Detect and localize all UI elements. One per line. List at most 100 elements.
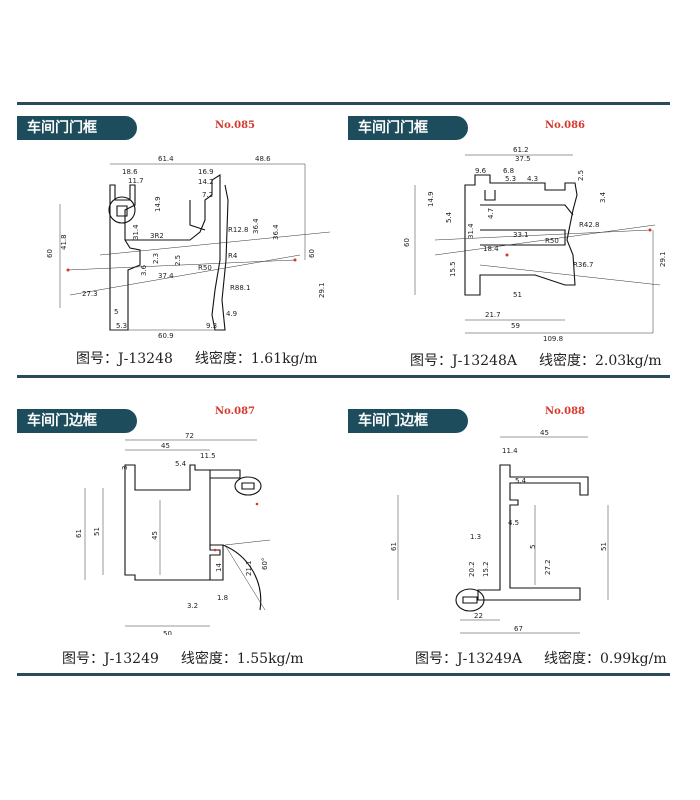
dim-label: 4.5 [508,519,519,527]
density-value: 2.03kg/m [595,353,662,369]
dim-label: R50 [198,264,212,272]
dim-label: 2.5 [577,170,585,181]
dim-label: 36.4 [252,218,260,234]
dim-label: 45 [161,442,170,450]
dim-label: 61.2 [513,146,529,154]
panel-4-caption: 图号：J-13249A 线密度：0.99kg/m [415,648,667,668]
profile-drawing-j13248a: 61.2 37.5 9.6 6.8 5.3 4.3 2.5 14.9 5.4 3… [403,146,667,343]
dim-label: R36.7 [573,261,593,269]
dim-label: 67 [514,625,523,633]
dim-label: 37.4 [158,272,174,280]
dim-label: 14 [215,563,223,572]
dim-label: 5 [114,308,118,316]
dim-label: 18.4 [483,245,499,253]
dim-label: 51 [93,527,101,536]
dim-label: 5.4 [175,460,187,468]
dim-label: 60 [308,249,316,258]
dim-label: 3.6 [140,264,148,276]
dim-label: 61 [75,529,83,538]
drawing-code: J-13249A [457,651,522,667]
top-rule [17,102,670,105]
dim-label: 5.4 [445,211,453,223]
dim-label: 51 [600,542,608,551]
dim-label: 27.2 [544,559,552,575]
dim-label: 61 [390,542,398,551]
density-value: 0.99kg/m [600,651,667,667]
dim-label: 22 [474,612,483,620]
dim-label: 15.2 [482,561,490,577]
drawing-code: J-13248A [452,353,517,369]
dim-label: 9.3 [206,322,217,330]
dim-label: 27.3 [82,290,98,298]
dim-label: 36.4 [272,224,280,240]
dim-label: R4 [228,252,238,260]
dim-label: 2.5 [174,255,182,266]
dim-label: 18.6 [122,168,138,176]
dim-label: 11.7 [128,177,144,185]
dim-label: 3.4 [599,191,607,203]
density-label: 线密度： [180,651,237,667]
dim-label: 5.3 [505,175,516,183]
dim-label: 29.1 [318,282,326,298]
dim-label: 7.2 [202,191,213,199]
density-label: 线密度： [539,353,595,369]
profile-drawing-j13249: 72 45 11.5 5.4 3 61 51 45 14 21.1 60° 3.… [75,432,271,635]
panel-2-title: 车间门门框 [348,116,468,140]
dim-label: 60.9 [158,332,174,340]
dim-label: 3R2 [150,232,164,240]
bottom-rule [17,673,670,676]
caption-prefix: 图号： [415,651,457,667]
dim-label: 14.9 [154,196,162,212]
dim-label: 48.6 [255,155,271,163]
dim-label: 4.9 [226,310,237,318]
panel-3-title: 车间门边框 [17,409,137,433]
dim-label: 50 [163,630,172,635]
dim-label: 60 [403,238,411,247]
profile-drawing-j13248: 61.4 48.6 18.6 16.9 11.7 14.2 14.9 7.2 R… [46,155,331,340]
dim-label: 2.3 [152,253,160,264]
profile-drawing-j13249a: 45 11.4 5.4 61 4.5 1.3 5 51 20.2 15.2 27… [390,429,609,634]
caption-prefix: 图号： [410,353,452,369]
dim-label: R50 [545,237,559,245]
dim-label: 20.2 [468,561,476,577]
panel-2-caption: 图号：J-13248A 线密度：2.03kg/m [410,350,662,370]
panel-1-number: No.085 [215,120,255,131]
dim-label: R12.8 [228,226,248,234]
panel-4-title: 车间门边框 [348,409,468,433]
dim-label: 37.5 [515,155,531,163]
dim-label: 21.7 [485,311,501,319]
dim-label: 3 [121,466,129,470]
dim-label: 5 [529,545,537,549]
dim-label: 60 [46,249,54,258]
dim-label: 59 [511,322,520,330]
drawing-code: J-13248 [118,351,173,367]
caption-prefix: 图号： [76,351,118,367]
dim-label: 14.9 [427,191,435,207]
panel-3-number: No.087 [215,406,255,417]
dim-label: 3.2 [187,602,198,610]
dim-label: 15.5 [449,261,457,277]
dim-label: 4.7 [487,208,495,219]
dim-label: R88.1 [230,284,250,292]
dim-label: 16.9 [198,168,214,176]
dim-label: 1.8 [217,594,228,602]
density-label: 线密度： [544,651,600,667]
dim-label: 11.4 [502,447,518,455]
dim-label: 72 [185,432,194,440]
panel-1-title: 车间门门框 [17,116,137,140]
dim-label: 5.3 [116,322,127,330]
density-label: 线密度： [194,351,251,367]
dim-label: 33.1 [513,231,529,239]
dim-label: 109.8 [543,335,563,343]
dim-label: 5.4 [515,477,527,485]
dim-label: 31.4 [132,224,140,240]
middle-rule [17,375,670,378]
drawing-code: J-13249 [104,651,159,667]
density-value: 1.55kg/m [236,651,304,667]
dim-label: 41.8 [60,234,68,250]
dim-label: 45 [540,429,549,437]
dim-label: 4.3 [527,175,538,183]
panel-2-number: No.086 [545,120,585,131]
